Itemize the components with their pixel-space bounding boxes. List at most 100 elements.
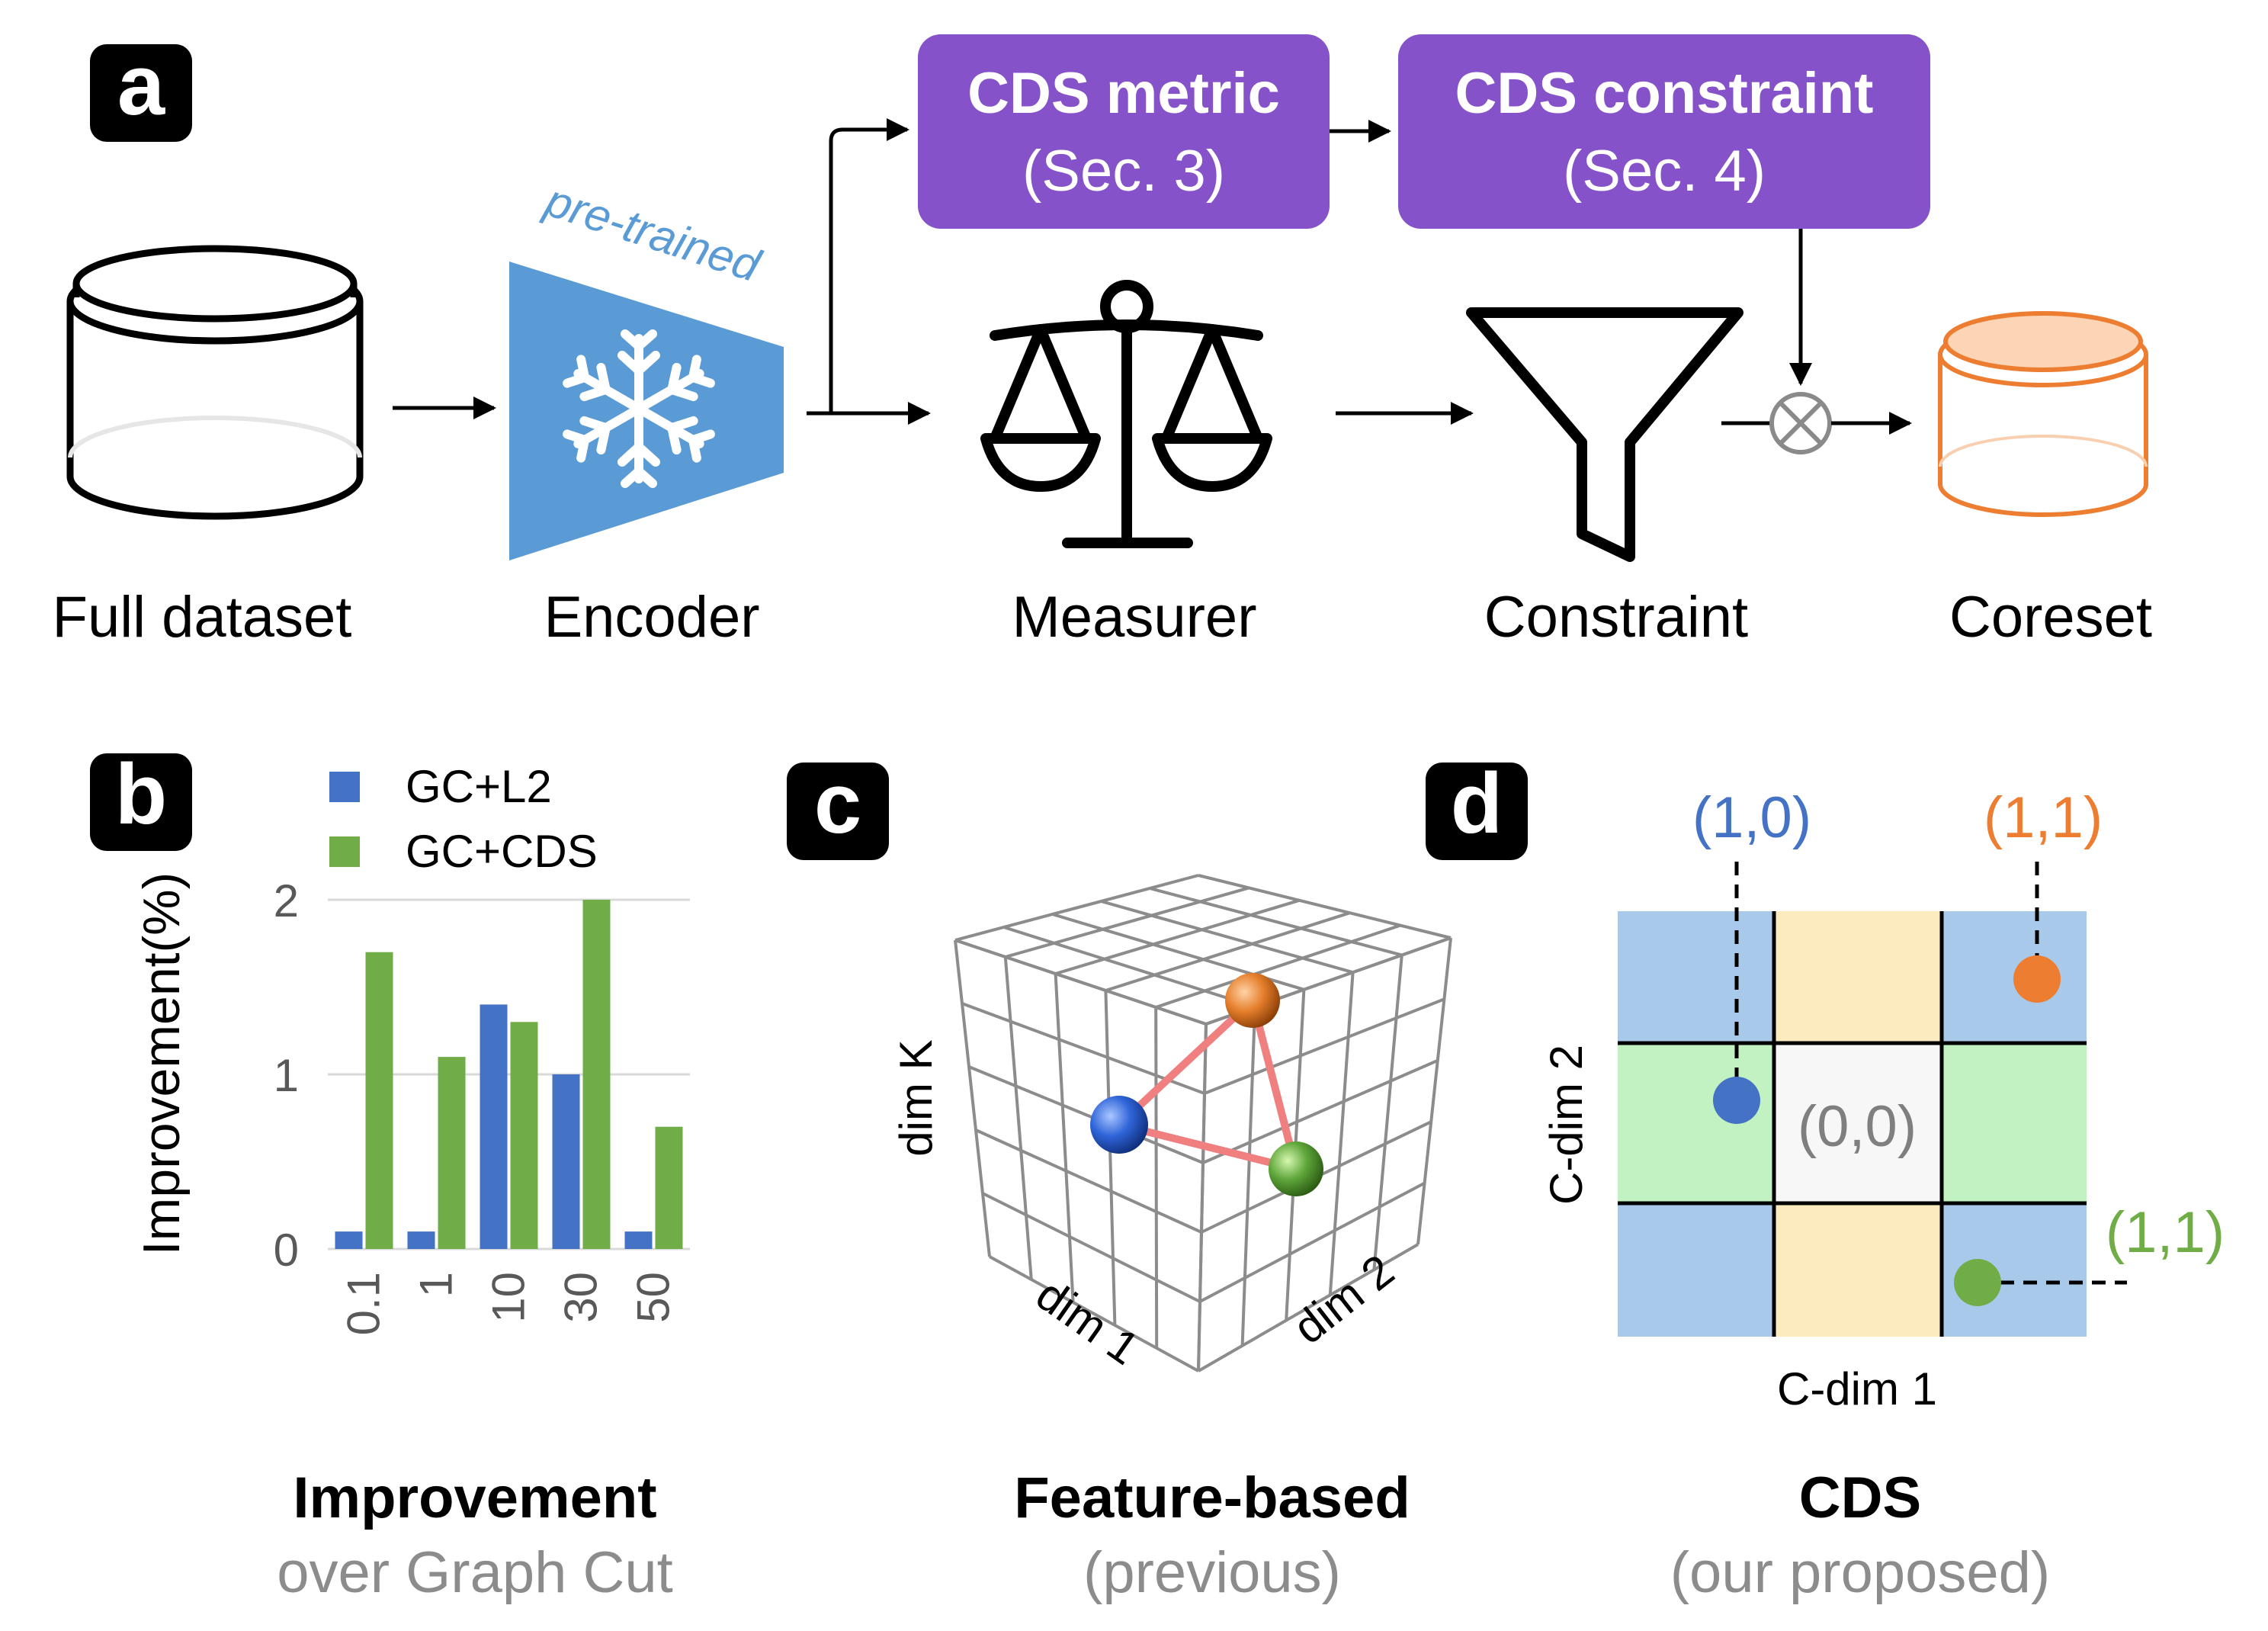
legend-swatch-1 — [329, 836, 360, 867]
cell-green-left — [1618, 1043, 1774, 1203]
x-tick-label: 0.1 — [338, 1272, 390, 1335]
cds-constraint-ref: (Sec. 4) — [1563, 139, 1766, 204]
database-icon — [66, 245, 364, 520]
axis-label-dim-1: dim 1 — [1027, 1269, 1148, 1375]
y-tick-label: 1 — [274, 1050, 299, 1101]
y-tick-label: 0 — [274, 1225, 299, 1276]
cube-grid-line — [982, 1192, 1201, 1303]
label-pre-trained: pre-trained — [538, 174, 767, 292]
cube-grid-line — [954, 874, 1199, 942]
panel-c-badge-letter: c — [814, 756, 861, 851]
cell-blue-bottom-left — [1618, 1203, 1774, 1337]
cds-metric-title: CDS metric — [967, 61, 1280, 126]
arrow-encoder-to-cds-metric — [829, 118, 909, 413]
cube-grid-line — [989, 1255, 1199, 1373]
cube-grid-line — [975, 1129, 1202, 1234]
bar-gc-l2-1 — [407, 1231, 435, 1249]
x-tick-label: 1 — [411, 1272, 462, 1297]
cube-grid-line — [968, 1065, 1204, 1164]
cube-grid-line — [954, 939, 1207, 1026]
axis-label-dim-2: dim 2 — [1284, 1244, 1403, 1353]
label-encoder: Encoder — [544, 585, 759, 650]
panel-b-badge-letter: b — [115, 746, 167, 842]
panel-c-caption-sub: (previous) — [1083, 1540, 1341, 1605]
x-tick-label: 30 — [556, 1272, 607, 1323]
panel-d-badge-letter: d — [1451, 756, 1503, 851]
panel-c: c dim K dim 1 dim 2 Feature-based (previ… — [787, 756, 1452, 1605]
axis-label-c-dim-2: C-dim 2 — [1541, 1045, 1592, 1205]
cube-grid-line — [954, 939, 991, 1257]
axis-label-dim-k: dim K — [890, 1039, 942, 1156]
cube-grid-line — [1240, 1007, 1257, 1346]
orange-point — [2013, 955, 2061, 1003]
panel-a: a Full dataset pre-tr — [53, 34, 2152, 650]
panel-d-badge: d — [1426, 756, 1528, 860]
cube-grid-line — [1054, 973, 1075, 1303]
bar-gc-l2-0.1 — [335, 1231, 363, 1249]
legend-swatch-0 — [329, 772, 360, 802]
green-point — [1954, 1259, 2001, 1306]
label-constraint: Constraint — [1484, 585, 1748, 650]
cds-grid — [1618, 911, 2087, 1337]
cell-center — [1774, 1043, 1942, 1203]
cube-grid-line — [1204, 997, 1445, 1095]
cube-grid-line — [1005, 886, 1249, 958]
panel-c-caption-title: Feature-based — [1014, 1466, 1410, 1530]
panel-b-badge: b — [90, 746, 192, 851]
panel-c-badge: c — [787, 756, 889, 860]
cube-grid-line — [1197, 1023, 1208, 1372]
label-green-11: (1,1) — [2106, 1200, 2225, 1265]
feature-space-cube — [954, 874, 1452, 1373]
cube-grid-line — [1104, 990, 1117, 1326]
coreset-database-icon — [1938, 311, 2148, 517]
cell-green-right — [1942, 1043, 2087, 1203]
cube-grid-line — [1055, 898, 1300, 975]
cell-yellow-top — [1774, 911, 1942, 1043]
cube-grid-line — [1100, 900, 1354, 974]
cube-grid-line — [1202, 1058, 1439, 1164]
y-axis-label: Improvement(%) — [133, 872, 191, 1256]
panel-a-badge: a — [90, 37, 192, 142]
blue-point — [1713, 1077, 1760, 1124]
label-blue-10: (1,0) — [1692, 785, 1811, 850]
blue-sample-point — [1090, 1096, 1148, 1154]
bar-gc-cds-10 — [510, 1022, 538, 1249]
x-tick-label: 50 — [628, 1272, 679, 1323]
cube-grid-line — [1198, 874, 1452, 939]
cell-blue-top-left — [1618, 911, 1774, 1043]
cube-grid-line — [1003, 956, 1033, 1280]
green-sample-point — [1269, 1141, 1323, 1196]
panel-b-caption-title: Improvement — [293, 1466, 656, 1530]
funnel-icon — [1466, 307, 1744, 562]
y-tick-label: 2 — [274, 875, 299, 926]
cube-grid-line — [1003, 926, 1256, 1009]
cube-grid-line — [1416, 937, 1452, 1245]
cube-grid-line — [1372, 955, 1403, 1270]
cube-grid-line — [1199, 1181, 1426, 1303]
cell-yellow-bottom — [1774, 1203, 1942, 1337]
panel-a-badge-letter: a — [117, 37, 165, 133]
label-orange-11: (1,1) — [1984, 785, 2103, 850]
cds-metric-ref: (Sec. 3) — [1022, 139, 1225, 204]
panel-d-caption-title: CDS — [1799, 1466, 1921, 1530]
feature-triangle — [1115, 997, 1300, 1173]
orange-sample-point — [1225, 973, 1280, 1028]
cds-constraint-title: CDS constraint — [1455, 61, 1874, 126]
label-coreset: Coreset — [1949, 585, 2152, 650]
panel-b-caption-sub: over Graph Cut — [277, 1540, 673, 1605]
bar-gc-cds-50 — [655, 1126, 683, 1249]
axis-label-c-dim-1: C-dim 1 — [1777, 1363, 1937, 1414]
panel-d: d (0,0) (1,0) (1,1) (1,1) C-dim 1 C- — [1426, 756, 2225, 1605]
label-center-00: (0,0) — [1798, 1094, 1917, 1159]
cube-grid-line — [1155, 923, 1401, 1009]
snowflake-icon — [566, 329, 712, 483]
legend-label-0: GC+L2 — [406, 761, 552, 812]
bar-gc-l2-30 — [552, 1074, 580, 1249]
bar-gc-l2-10 — [480, 1004, 508, 1249]
label-full-dataset: Full dataset — [53, 585, 352, 650]
cube-grid-line — [1105, 911, 1351, 992]
cds-constraint-box: CDS constraint (Sec. 4) — [1398, 34, 1930, 229]
legend-label-1: GC+CDS — [406, 826, 598, 877]
